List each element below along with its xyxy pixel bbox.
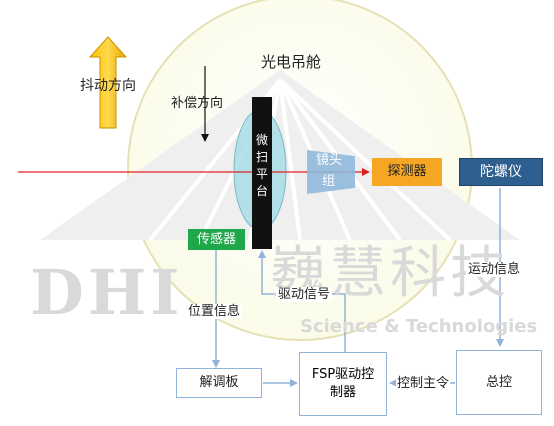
drive-signal-label: 驱动信号 [276,287,333,302]
fsp-controller-box: FSP驱动控 制器 [299,352,387,416]
fsp-controller-line-1: FSP驱动控 [311,367,375,383]
master-control-box: 总控 [456,350,542,415]
platform-char-4: 台 [255,184,268,198]
detector-box: 探测器 [372,158,442,186]
pod-title: 光电吊舱 [261,53,322,71]
sensor-box: 传感器 [188,229,245,250]
watermark-en-name: Science & Technologies [300,316,538,337]
platform-char-3: 平 [255,167,268,181]
fsp-controller-line-2: 制器 [329,385,356,400]
control-command-label: 控制主令 [396,376,451,391]
watermark-logo: DHI [30,256,184,329]
shake-direction-label: 抖动方向 [80,78,136,94]
shake-direction-arrow [88,36,128,129]
platform-char-2: 扫 [255,150,268,164]
position-info-label: 位置信息 [186,304,243,319]
lens-group-label-2: 组 [322,174,336,189]
motion-info-label: 运动信息 [466,262,523,277]
demodulation-board-box: 解调板 [176,368,262,398]
gyroscope-box: 陀螺仪 [459,158,543,186]
lens-group [307,150,355,194]
lens-group-label-1: 镜头 [316,153,343,168]
platform-char-1: 微 [255,133,268,147]
compensation-direction-label: 补偿方向 [171,96,224,111]
micro-scan-platform: 微 扫 平 台 [252,97,272,249]
